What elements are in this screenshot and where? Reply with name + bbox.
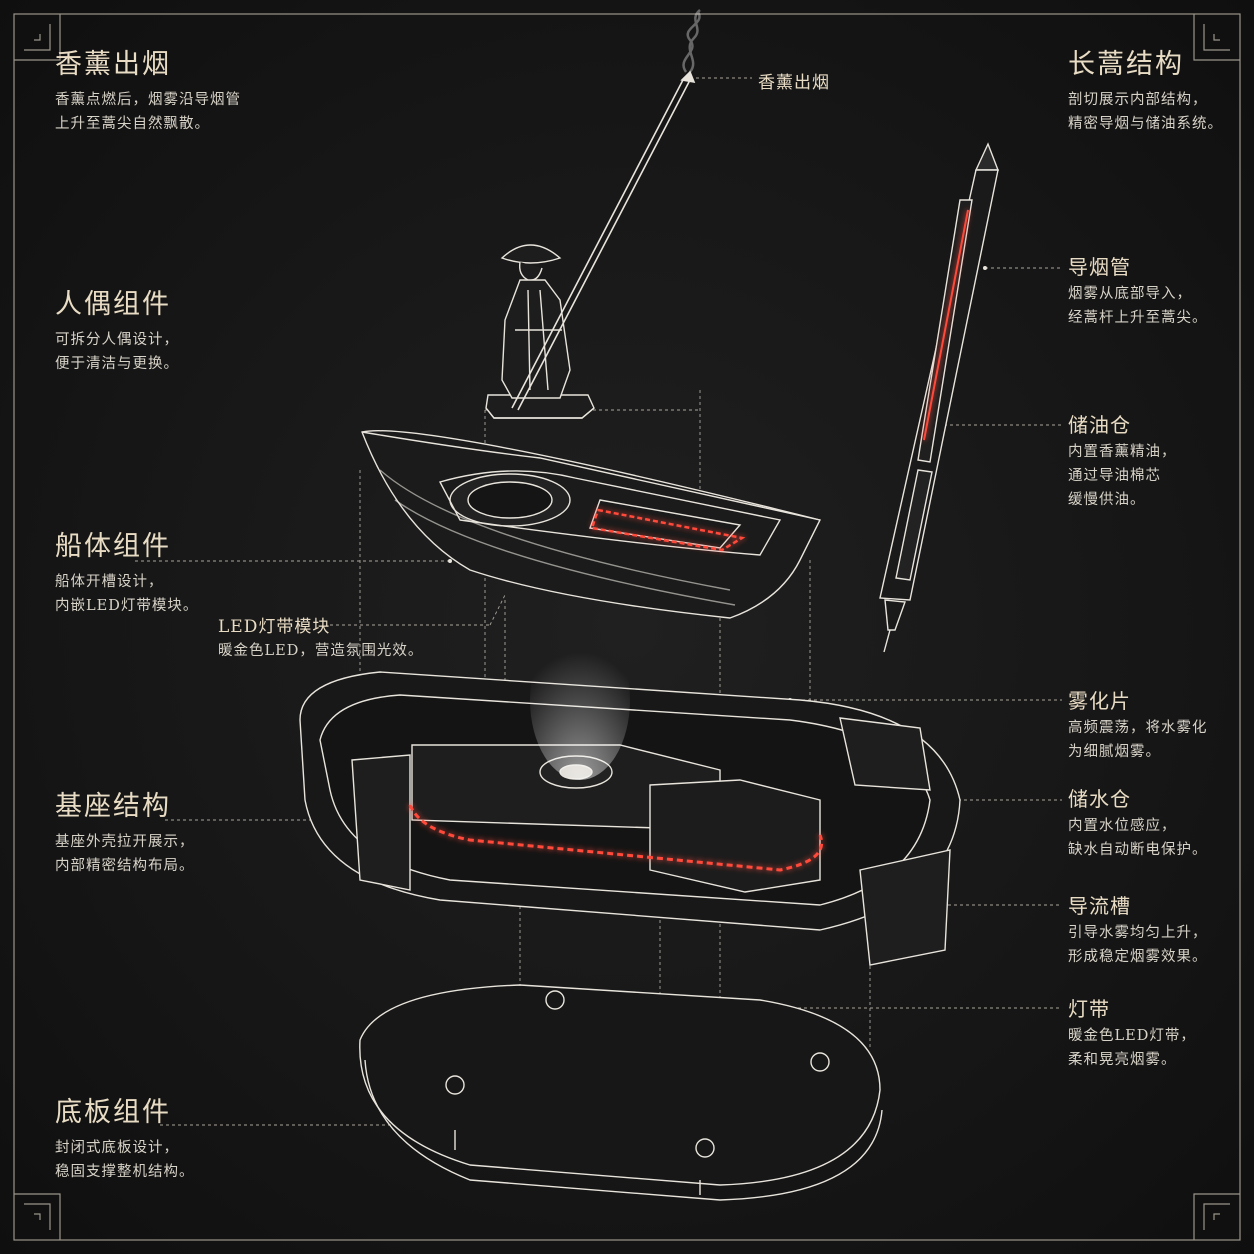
incense-smoke: [682, 9, 701, 73]
callout-title: 人偶组件: [55, 289, 171, 320]
callout-boat-hull: 船体组件 船体开槽设计， 内嵌LED灯带模块。: [55, 530, 198, 618]
callout-line: 经蒿杆上升至蒿尖。: [1068, 310, 1208, 326]
callout-title: LED灯带模块: [218, 617, 331, 637]
boat-hull: [361, 430, 822, 619]
boat-led-strip: [590, 508, 746, 552]
callout-title: 香薰出烟: [758, 73, 830, 93]
callout-pole-structure: 长蒿结构 剖切展示内部结构， 精密导烟与储油系统。: [1068, 48, 1223, 136]
callout-line: 暖金色LED灯带，: [1068, 1028, 1196, 1044]
decorative-frame: [13, 13, 1241, 1241]
callout-line: 内部精密结构布局。: [55, 858, 195, 874]
leader-lines: [135, 77, 1062, 1126]
callout-atomizer: 雾化片 高频震荡，将水雾化为细腻烟雾。: [1068, 688, 1208, 764]
callout-title: 灯带: [1068, 997, 1110, 1021]
callout-title: 雾化片: [1068, 689, 1131, 713]
callout-line: 可拆分人偶设计，: [55, 332, 179, 348]
callout-led-module: LED灯带模块 暖金色LED，营造氛围光效。: [218, 612, 423, 663]
callout-title: 储油仓: [1068, 413, 1131, 437]
callout-line: 内置水位感应，: [1068, 818, 1177, 834]
callout-line: 通过导油棉芯: [1068, 468, 1161, 484]
bottom-plate: [359, 984, 883, 1201]
water-mist: [530, 620, 630, 780]
callout-line: 缓慢供油。: [1068, 492, 1146, 508]
callout-incense-smoke: 香薰出烟 香薰点燃后，烟雾沿导烟管上升至蒿尖自然飘散。: [55, 48, 241, 136]
callout-top-smoke: 香薰出烟: [758, 68, 830, 93]
callout-line: 柔和晃亮烟雾。: [1068, 1052, 1177, 1068]
callout-line: 稳固支撑整机结构。: [55, 1164, 195, 1180]
callout-title: 船体组件: [55, 531, 171, 562]
figurine: [485, 244, 595, 419]
callout-title: 基座结构: [55, 791, 171, 822]
callout-title: 导流槽: [1068, 894, 1131, 918]
callout-line: 基座外壳拉开展示，: [55, 834, 195, 850]
callout-line: 精密导烟与储油系统。: [1068, 116, 1223, 132]
base-led-strip: [408, 804, 823, 872]
callout-line: 封闭式底板设计，: [55, 1140, 179, 1156]
callout-line: 香薰点燃后，烟雾沿导烟管: [55, 92, 241, 108]
base-shell: [299, 671, 961, 966]
callout-smoke-tube: 导烟管 烟雾从底部导入， 经蒿杆上升至蒿尖。: [1068, 254, 1208, 330]
callout-line: 引导水雾均匀上升，: [1068, 925, 1208, 941]
callout-bottom-plate: 底板组件 封闭式底板设计， 稳固支撑整机结构。: [55, 1096, 195, 1184]
pole: [511, 70, 696, 411]
callout-line: 内嵌LED灯带模块。: [55, 598, 199, 614]
callout-line: 内置香薰精油，: [1068, 444, 1177, 460]
callout-title: 导烟管: [1068, 255, 1131, 279]
callout-title: 香薰出烟: [55, 49, 171, 80]
callout-line: 剖切展示内部结构，: [1068, 92, 1208, 108]
callout-title: 底板组件: [55, 1097, 171, 1128]
pole-cutaway: [879, 142, 1000, 653]
callout-light-strip: 灯带 暖金色LED灯带， 柔和晃亮烟雾。: [1068, 996, 1196, 1072]
callout-flow-channel: 导流槽 引导水雾均匀上升， 形成稳定烟雾效果。: [1068, 893, 1208, 969]
callout-figurine: 人偶组件 可拆分人偶设计， 便于清洁与更换。: [55, 288, 179, 376]
callout-line: 便于清洁与更换。: [55, 356, 179, 372]
callout-base: 基座结构 基座外壳拉开展示， 内部精密结构布局。: [55, 790, 195, 878]
callout-line: 缺水自动断电保护。: [1068, 842, 1208, 858]
callout-line: 烟雾从底部导入，: [1068, 286, 1192, 302]
callout-line: 暖金色LED，营造氛围光效。: [218, 643, 424, 659]
callout-line: 为细腻烟雾。: [1068, 744, 1161, 760]
callout-water-tank: 储水仓 内置水位感应， 缺水自动断电保护。: [1068, 786, 1208, 862]
callout-line: 上升至蒿尖自然飘散。: [55, 116, 210, 132]
callout-line: 船体开槽设计，: [55, 574, 164, 590]
callout-title: 长蒿结构: [1068, 49, 1184, 80]
callout-line: 形成稳定烟雾效果。: [1068, 949, 1208, 965]
callout-line: 高频震荡，将水雾化: [1068, 720, 1208, 736]
callout-oil-chamber: 储油仓 内置香薰精油， 通过导油棉芯缓慢供油。: [1068, 412, 1177, 512]
callout-title: 储水仓: [1068, 787, 1131, 811]
